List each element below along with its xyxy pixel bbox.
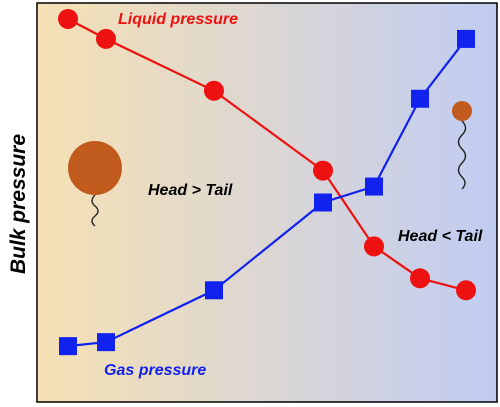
molecule-tail	[91, 194, 99, 227]
series-label-gas: Gas pressure	[104, 362, 206, 379]
small-molecule-icon	[452, 101, 472, 190]
point-1-6	[457, 29, 475, 48]
illustrations	[68, 101, 472, 227]
point-0-6	[456, 280, 476, 301]
point-0-2	[204, 80, 224, 101]
point-1-3	[314, 193, 332, 212]
molecule-tail	[457, 120, 467, 190]
point-0-4	[364, 236, 384, 257]
point-1-0	[59, 337, 77, 356]
molecule-head	[452, 101, 472, 121]
series-markers	[58, 8, 476, 356]
annotation-left: Head > Tail	[148, 182, 233, 199]
point-0-0	[58, 8, 78, 29]
point-0-1	[96, 28, 116, 49]
point-1-4	[365, 177, 383, 196]
point-0-3	[313, 160, 333, 181]
annotation-right: Head < Tail	[398, 228, 483, 245]
point-1-1	[97, 333, 115, 352]
point-0-5	[410, 268, 430, 289]
point-1-2	[205, 281, 223, 300]
point-1-5	[411, 89, 429, 108]
series-label-liquid: Liquid pressure	[118, 11, 238, 28]
molecule-head	[68, 141, 122, 195]
large-molecule-icon	[68, 141, 122, 227]
